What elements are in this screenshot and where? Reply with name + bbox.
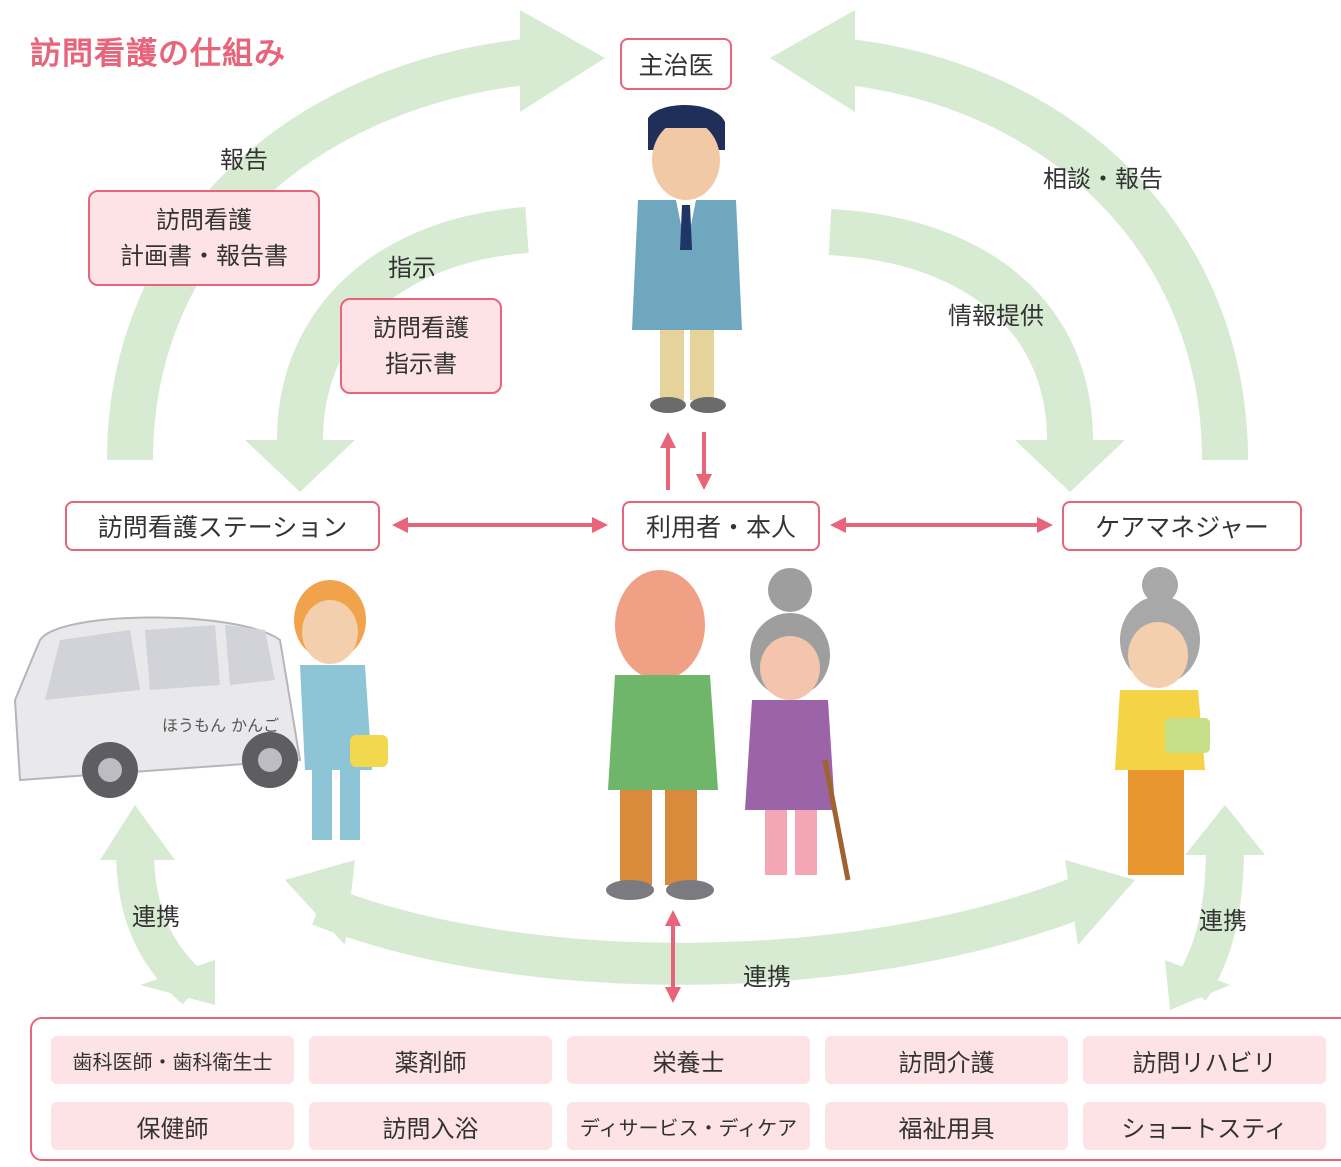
doc-instruction-line2: 指示書 <box>385 350 457 378</box>
care-manager-illustration <box>1115 567 1210 875</box>
label-info-provision: 情報提供 <box>948 302 1044 330</box>
service-welfare-equipment: 福祉用具 <box>825 1102 1068 1150</box>
elderly-woman-illustration <box>745 568 851 881</box>
page-title: 訪問看護の仕組み <box>30 36 286 72</box>
service-public-health-nurse: 保健師 <box>51 1102 294 1150</box>
service-home-rehab: 訪問リハビリ <box>1083 1036 1326 1084</box>
service-dentist: 歯科医師・歯科衛生士 <box>51 1036 294 1084</box>
arrow-instruction-inner <box>245 207 529 492</box>
label-consult-report: 相談・報告 <box>1043 165 1163 193</box>
label-instruction: 指示 <box>388 254 436 282</box>
node-visiting-nurse-station: 訪問看護ステーション <box>65 501 380 551</box>
van-lettering: ほうもん かんご <box>162 716 280 735</box>
doctor-illustration <box>632 104 742 413</box>
label-cooperation-left: 連携 <box>132 903 180 931</box>
arrow-consult-outer <box>770 10 1248 461</box>
node-doctor: 主治医 <box>620 38 732 90</box>
arrow-cooperation-bottom <box>285 860 1135 985</box>
elderly-man-illustration <box>606 570 718 900</box>
service-short-stay: ショートスティ <box>1083 1102 1326 1150</box>
arrow-cooperation-right <box>1165 805 1265 1010</box>
doc-plan-report: 訪問看護 計画書・報告書 <box>88 190 320 286</box>
nurse-illustration <box>294 580 388 840</box>
label-cooperation-right: 連携 <box>1199 907 1247 935</box>
service-pharmacist: 薬剤師 <box>309 1036 552 1084</box>
service-home-care: 訪問介護 <box>825 1036 1068 1084</box>
label-report: 報告 <box>220 146 268 174</box>
doc-plan-report-line1: 訪問看護 <box>156 206 252 234</box>
doc-instruction: 訪問看護 指示書 <box>340 298 502 394</box>
service-dietitian: 栄養士 <box>567 1036 810 1084</box>
node-care-manager: ケアマネジャー <box>1062 501 1302 551</box>
service-home-bathing: 訪問入浴 <box>309 1102 552 1150</box>
doc-instruction-line1: 訪問看護 <box>373 314 469 342</box>
arrow-cooperation-left <box>100 805 215 1005</box>
van-illustration <box>13 616 302 798</box>
node-user: 利用者・本人 <box>622 501 820 551</box>
arrow-info-inner <box>828 209 1125 492</box>
doc-plan-report-line2: 計画書・報告書 <box>120 242 288 270</box>
arrow-report-outer <box>107 10 605 461</box>
label-cooperation-center: 連携 <box>743 963 791 991</box>
service-day-service: ディサービス・ディケア <box>567 1102 810 1150</box>
